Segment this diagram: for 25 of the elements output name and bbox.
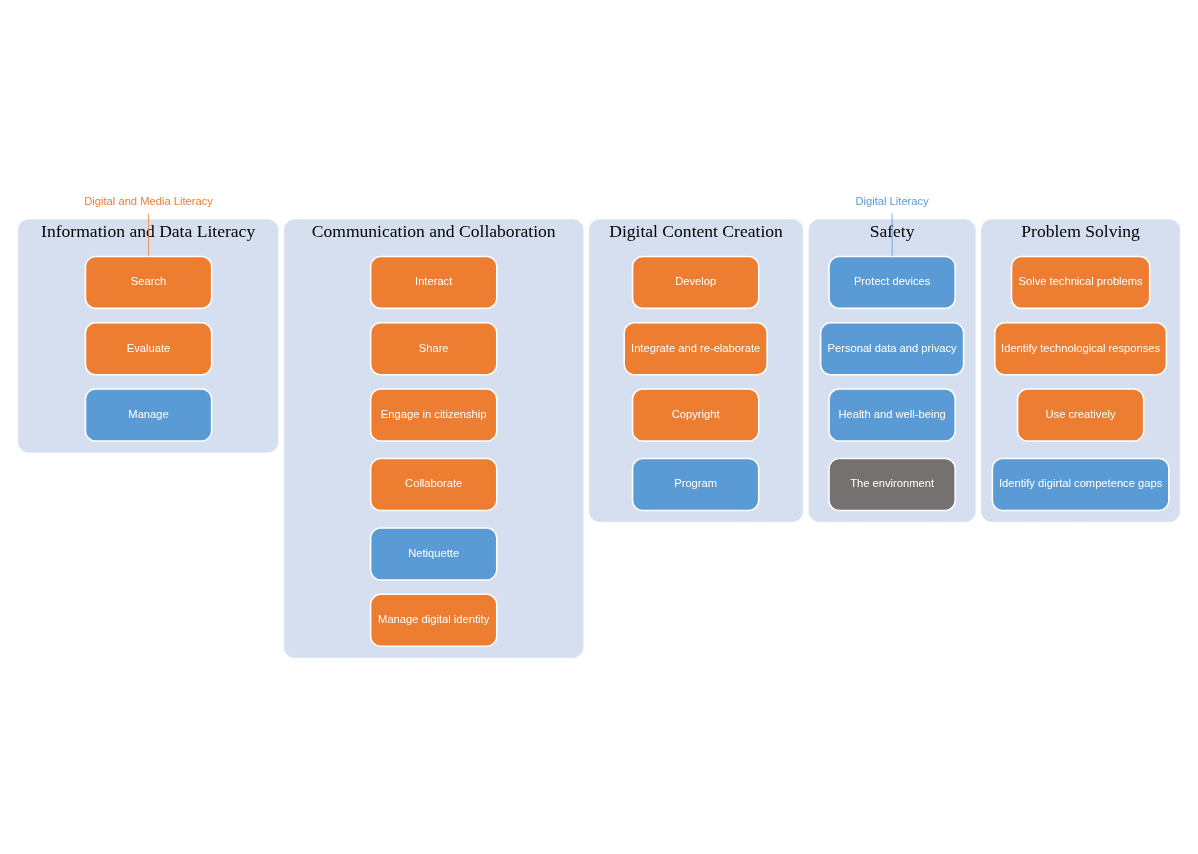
node-box: Search [84,255,213,310]
connector [891,213,893,257]
node-box: Netiquette [369,527,498,581]
node-text: Digital Literacy [855,194,929,207]
node-box: Solve technical problems [1010,255,1151,310]
node-box: Manage [84,388,213,442]
node-box: Collaborate [369,457,498,512]
node-box: Share [369,321,498,376]
node-box: The environment [828,457,956,512]
node-box: Personal data and privacy [819,321,965,376]
node-box: Develop [631,255,760,310]
node-box: Health and well-being [828,388,956,442]
node-box: Evaluate [84,321,213,376]
node-box: Protect devices [828,255,956,310]
node-box: Interact [369,255,498,310]
node-box: Use creatively [1016,388,1145,442]
node-box: Copyright [631,388,760,442]
node-box: Engage in citizenship [369,388,498,442]
node-box: Manage digital identity [369,593,498,648]
connector [148,213,149,257]
node-box: Identify digirtal competence gaps [991,457,1170,512]
node-box: Identify technological responses [993,321,1168,376]
node-text: Digital and Media Literacy [84,194,213,207]
node-box: Program [631,457,760,512]
node-box: Integrate and re-elaborate [623,321,768,376]
